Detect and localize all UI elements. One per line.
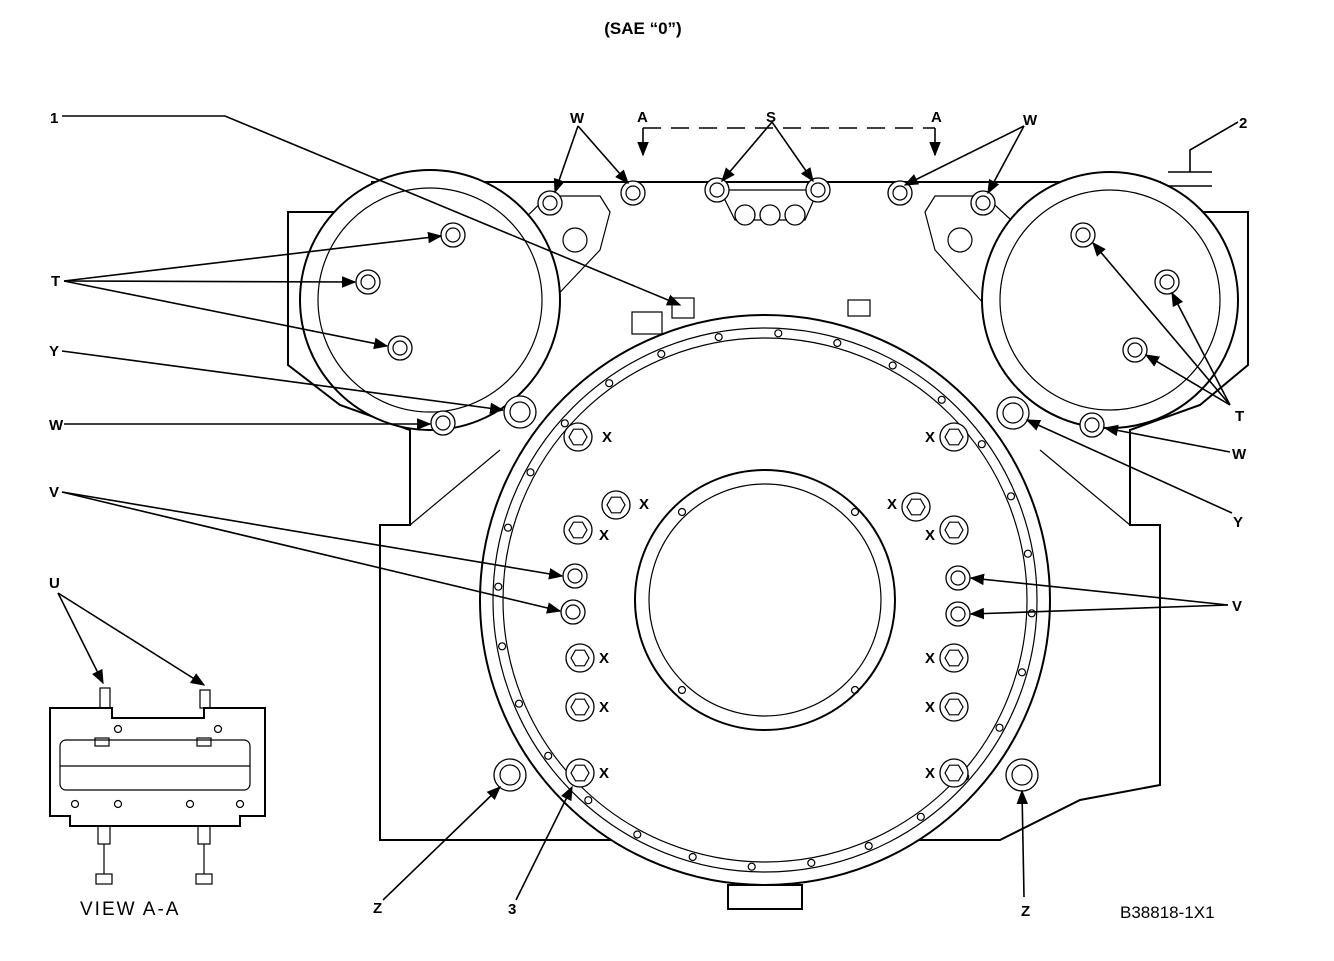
callout-t-right: T <box>1235 408 1244 425</box>
x-label: X <box>925 765 935 782</box>
x-label: X <box>602 429 612 446</box>
rim-hole <box>977 440 986 449</box>
rim-hole <box>633 830 642 839</box>
x-bolt-head <box>565 643 595 673</box>
x-bolt-head <box>565 758 595 788</box>
rim-hole <box>688 852 697 862</box>
callout-v-right: V <box>1232 598 1242 615</box>
callout-w-top-right: W <box>1023 112 1038 129</box>
callout-s: S <box>766 109 776 126</box>
x-bolt-head <box>901 492 931 522</box>
x-label: X <box>887 496 897 513</box>
rim-hole <box>544 751 553 760</box>
x-label: X <box>925 429 935 446</box>
x-labels: X X X X X X X X X X X X <box>599 429 935 782</box>
view-a-a-inset: VIEW A-A <box>49 687 266 920</box>
bolt-v <box>560 563 971 627</box>
bolt-x <box>563 422 969 788</box>
callout-w-right: W <box>1232 446 1247 463</box>
x-bolt-head <box>939 643 969 673</box>
callout-v-left: V <box>49 484 59 501</box>
x-label: X <box>599 650 609 667</box>
bore-hole <box>677 507 687 517</box>
diagram-title: (SAE “0”) <box>604 19 681 38</box>
rim-hole <box>605 379 614 388</box>
rim-hole <box>937 395 946 404</box>
x-label: X <box>599 699 609 716</box>
x-bolt-head <box>939 515 969 545</box>
figure-number: B38818-1X1 <box>1120 903 1215 922</box>
callout-y-left: Y <box>49 343 59 360</box>
bore-hole <box>677 685 687 695</box>
rim-hole <box>494 582 503 591</box>
x-bolt-head <box>563 515 593 545</box>
section-mark-a-left: A <box>637 109 648 126</box>
callout-2: 2 <box>1239 115 1247 132</box>
bore-hole <box>850 507 860 517</box>
bolt-z <box>493 758 1039 792</box>
x-bolt-head <box>565 692 595 722</box>
rim-holes <box>494 329 1036 871</box>
callout-t-left: T <box>51 273 60 290</box>
rim-hole <box>657 349 666 359</box>
x-bolt-head <box>939 692 969 722</box>
bore-hole <box>850 685 860 695</box>
rim-hole <box>864 841 873 851</box>
x-bolt-head <box>563 422 593 452</box>
right-cover-plate <box>981 171 1239 429</box>
section-mark-a-right: A <box>931 109 942 126</box>
rim-hole <box>888 361 897 370</box>
x-label: X <box>925 699 935 716</box>
callout-z-left: Z <box>373 900 382 917</box>
rim-hole <box>1027 609 1036 618</box>
callout-labels: 1 2 3 S T T U V V W W W W Y Y Z Z <box>49 109 1247 920</box>
rim-hole <box>1017 668 1027 677</box>
x-bolt-head <box>939 758 969 788</box>
callout-3: 3 <box>508 901 516 918</box>
x-label: X <box>599 527 609 544</box>
callout-1: 1 <box>50 110 58 127</box>
rim-hole <box>560 419 569 428</box>
callout-u: U <box>49 575 60 592</box>
section-line-a-a: A A <box>637 109 942 157</box>
rim-hole <box>714 333 723 342</box>
rim-hole <box>1006 492 1016 501</box>
bolt-y <box>503 395 1030 430</box>
left-cover-plate <box>299 169 561 431</box>
bolt-s <box>704 177 831 203</box>
x-label: X <box>599 765 609 782</box>
rim-hole <box>498 642 507 651</box>
x-bolt-head <box>601 490 631 520</box>
rim-hole <box>916 812 925 821</box>
bolt-heads <box>355 177 1180 792</box>
rim-hole <box>833 338 842 348</box>
callout-w-top-left: W <box>570 110 585 127</box>
rim-hole <box>747 862 756 871</box>
callout-y-right: Y <box>1233 514 1243 531</box>
top-bracket-link <box>562 189 973 253</box>
x-bolt-head <box>939 422 969 452</box>
x-label: X <box>925 650 935 667</box>
rim-hole <box>1023 549 1033 558</box>
rim-hole <box>774 329 783 338</box>
rim-hole <box>503 523 513 532</box>
bolt-t <box>355 222 1180 363</box>
x-label: X <box>639 496 649 513</box>
callout-w-left: W <box>49 417 64 434</box>
x-label: X <box>925 527 935 544</box>
housing-bore-ring <box>479 297 1051 910</box>
leader-lines <box>57 115 1239 901</box>
view-caption: VIEW A-A <box>80 899 180 920</box>
rim-hole <box>995 723 1004 732</box>
callout-z-right: Z <box>1021 903 1030 920</box>
rim-hole <box>526 468 535 477</box>
rim-hole <box>584 796 593 805</box>
rim-hole <box>807 858 816 868</box>
rim-hole <box>514 699 524 708</box>
